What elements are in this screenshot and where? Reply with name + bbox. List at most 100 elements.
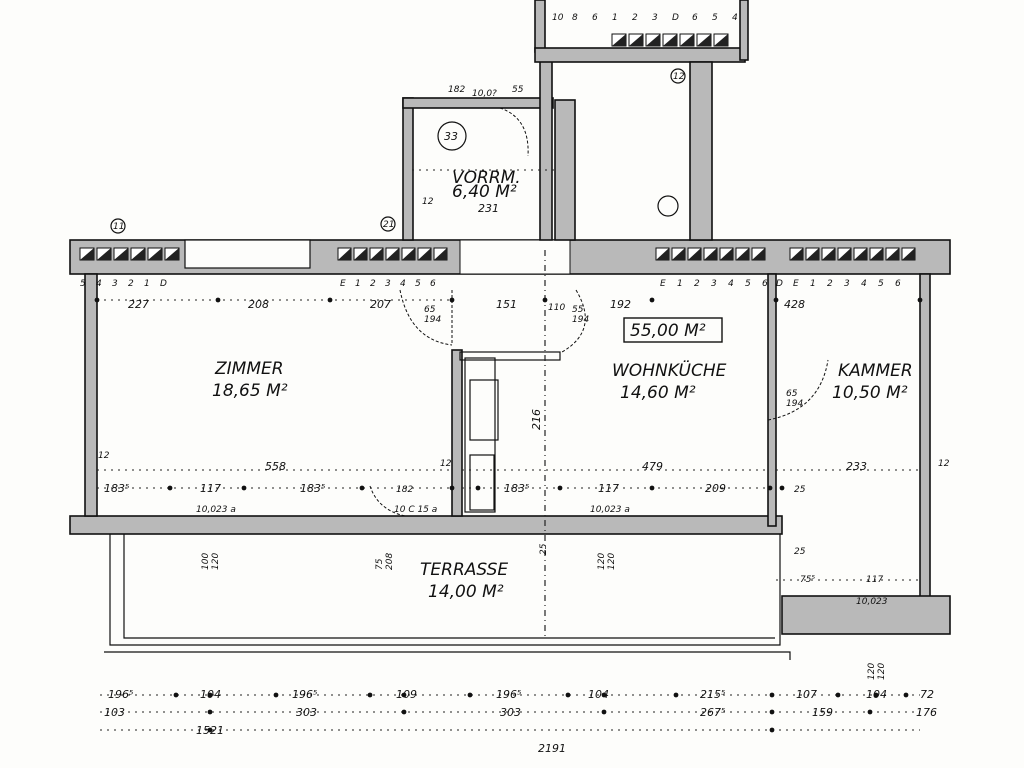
window-cell-hatch bbox=[672, 248, 685, 260]
window-cell-hatch bbox=[612, 34, 626, 46]
window-dimensions: 183⁵ 117 183⁵ 10,023 a 182 10 C 15 a 183… bbox=[104, 482, 888, 607]
dimension-dot bbox=[769, 709, 775, 715]
inner-dimensions: 558 479 233 216 12 12 12 12 bbox=[98, 197, 950, 473]
tick-label-top: 8 bbox=[572, 13, 578, 23]
room-zimmer-name: ZIMMER bbox=[214, 359, 284, 379]
room-zimmer-area: 18,65 M² bbox=[212, 381, 288, 401]
window-cell-hatch bbox=[697, 34, 711, 46]
bottom-total: 2191 bbox=[538, 742, 566, 755]
tick-label-left: 3 bbox=[112, 279, 118, 289]
room-vorraum-dim: 231 bbox=[478, 202, 499, 215]
dim-208: 208 bbox=[248, 298, 269, 311]
window-hatching bbox=[79, 33, 916, 261]
marker-12: 12 bbox=[673, 72, 685, 82]
window-cell-hatch bbox=[838, 248, 851, 260]
window-cell-hatch bbox=[714, 34, 728, 46]
dim-558: 558 bbox=[265, 460, 286, 473]
window-cell-hatch bbox=[704, 248, 717, 260]
tick-label-far: 1 bbox=[810, 279, 816, 289]
window-cell-hatch bbox=[680, 34, 694, 46]
window-cell-hatch bbox=[886, 248, 899, 260]
wdim-12: 25 bbox=[794, 547, 806, 557]
dimension-dot bbox=[207, 692, 213, 698]
window-cell-hatch bbox=[736, 248, 749, 260]
window-cell-hatch bbox=[165, 248, 179, 260]
dimension-dot bbox=[94, 297, 100, 303]
window-cell-hatch bbox=[688, 248, 701, 260]
window-cell-hatch bbox=[97, 248, 111, 260]
dim-216: 216 bbox=[530, 409, 543, 430]
dim-12-d: 12 bbox=[422, 197, 434, 207]
vdim-4: 120120 bbox=[867, 663, 887, 680]
bottom-dim-row1: 196⁵ bbox=[292, 688, 317, 701]
tick-label-far: 4 bbox=[861, 279, 867, 289]
tick-label-left: 4 bbox=[96, 279, 102, 289]
dimension-dot bbox=[449, 485, 455, 491]
marker-21: 21 bbox=[383, 220, 394, 230]
tick-label-top: 3 bbox=[652, 13, 658, 23]
window-cell-hatch bbox=[902, 248, 915, 260]
window-cell-hatch bbox=[386, 248, 399, 260]
dimension-dot bbox=[207, 709, 213, 715]
window-cell-hatch bbox=[354, 248, 367, 260]
room-kammer-area: 10,50 M² bbox=[832, 383, 908, 403]
bottom-dim-row1: 107 bbox=[796, 688, 817, 701]
dimension-dot bbox=[207, 727, 213, 733]
doors bbox=[369, 107, 829, 517]
dimension-markers bbox=[94, 297, 923, 733]
dimension-dot bbox=[273, 692, 279, 698]
tick-label-right: 1 bbox=[677, 279, 683, 289]
window-cell-hatch bbox=[418, 248, 431, 260]
bottom-dim-row1: 215⁵ bbox=[700, 688, 725, 701]
window-cell-hatch bbox=[338, 248, 351, 260]
dim-151: 151 bbox=[496, 298, 517, 311]
kitchen-counter bbox=[464, 357, 499, 513]
dim-100: 10,0? bbox=[472, 89, 497, 99]
tick-label-right: 3 bbox=[711, 279, 717, 289]
wdim-1: 183⁵ bbox=[104, 482, 129, 495]
dim-12-a: 12 bbox=[98, 451, 110, 461]
room-terrasse-name: TERRASSE bbox=[420, 560, 508, 580]
tick-label-right: E bbox=[660, 279, 666, 289]
dim-12-c: 12 bbox=[938, 459, 950, 469]
tick-label-right: 4 bbox=[728, 279, 734, 289]
dim-207: 207 bbox=[370, 298, 391, 311]
vdim-5: 25 bbox=[539, 543, 549, 555]
bottom-dim-row2: 176 bbox=[916, 706, 937, 719]
window-cell-hatch bbox=[148, 248, 162, 260]
tick-label-top: 6 bbox=[592, 13, 598, 23]
dim-55: 55 bbox=[512, 85, 524, 95]
tick-label-mid: 5 bbox=[415, 279, 421, 289]
tick-label-far: 3 bbox=[844, 279, 850, 289]
dimension-dot bbox=[467, 692, 473, 698]
tick-label-far: 6 bbox=[895, 279, 901, 289]
dimension-dot bbox=[673, 692, 679, 698]
marker-11: 11 bbox=[113, 222, 124, 232]
tick-label-mid: 3 bbox=[385, 279, 391, 289]
dimension-dot bbox=[215, 297, 221, 303]
dimension-dot bbox=[779, 485, 785, 491]
tick-label-top: D bbox=[672, 13, 679, 23]
tick-label-far: D bbox=[776, 279, 783, 289]
bottom-dim-row2: 267⁵ bbox=[700, 706, 725, 719]
dimension-dot bbox=[835, 692, 841, 698]
tick-label-top: 6 bbox=[692, 13, 698, 23]
room-vorraum-name: VORRM. bbox=[452, 168, 521, 188]
dimension-dot bbox=[769, 727, 775, 733]
dim-233: 233 bbox=[846, 460, 867, 473]
dim-227: 227 bbox=[128, 298, 149, 311]
dimension-dot bbox=[557, 485, 563, 491]
window-cell-hatch bbox=[790, 248, 803, 260]
dimension-dot bbox=[917, 297, 923, 303]
dimension-dot bbox=[401, 709, 407, 715]
dimension-dot bbox=[173, 692, 179, 698]
room-labels: ZIMMER 18,65 M² VORRM. 6,40 M² 231 WOHNK… bbox=[212, 168, 913, 602]
dimension-dot bbox=[565, 692, 571, 698]
tick-label-far: 5 bbox=[878, 279, 884, 289]
wdim-2: 117 bbox=[200, 482, 221, 495]
tick-label-right: 2 bbox=[694, 279, 700, 289]
dimension-dot bbox=[873, 692, 879, 698]
